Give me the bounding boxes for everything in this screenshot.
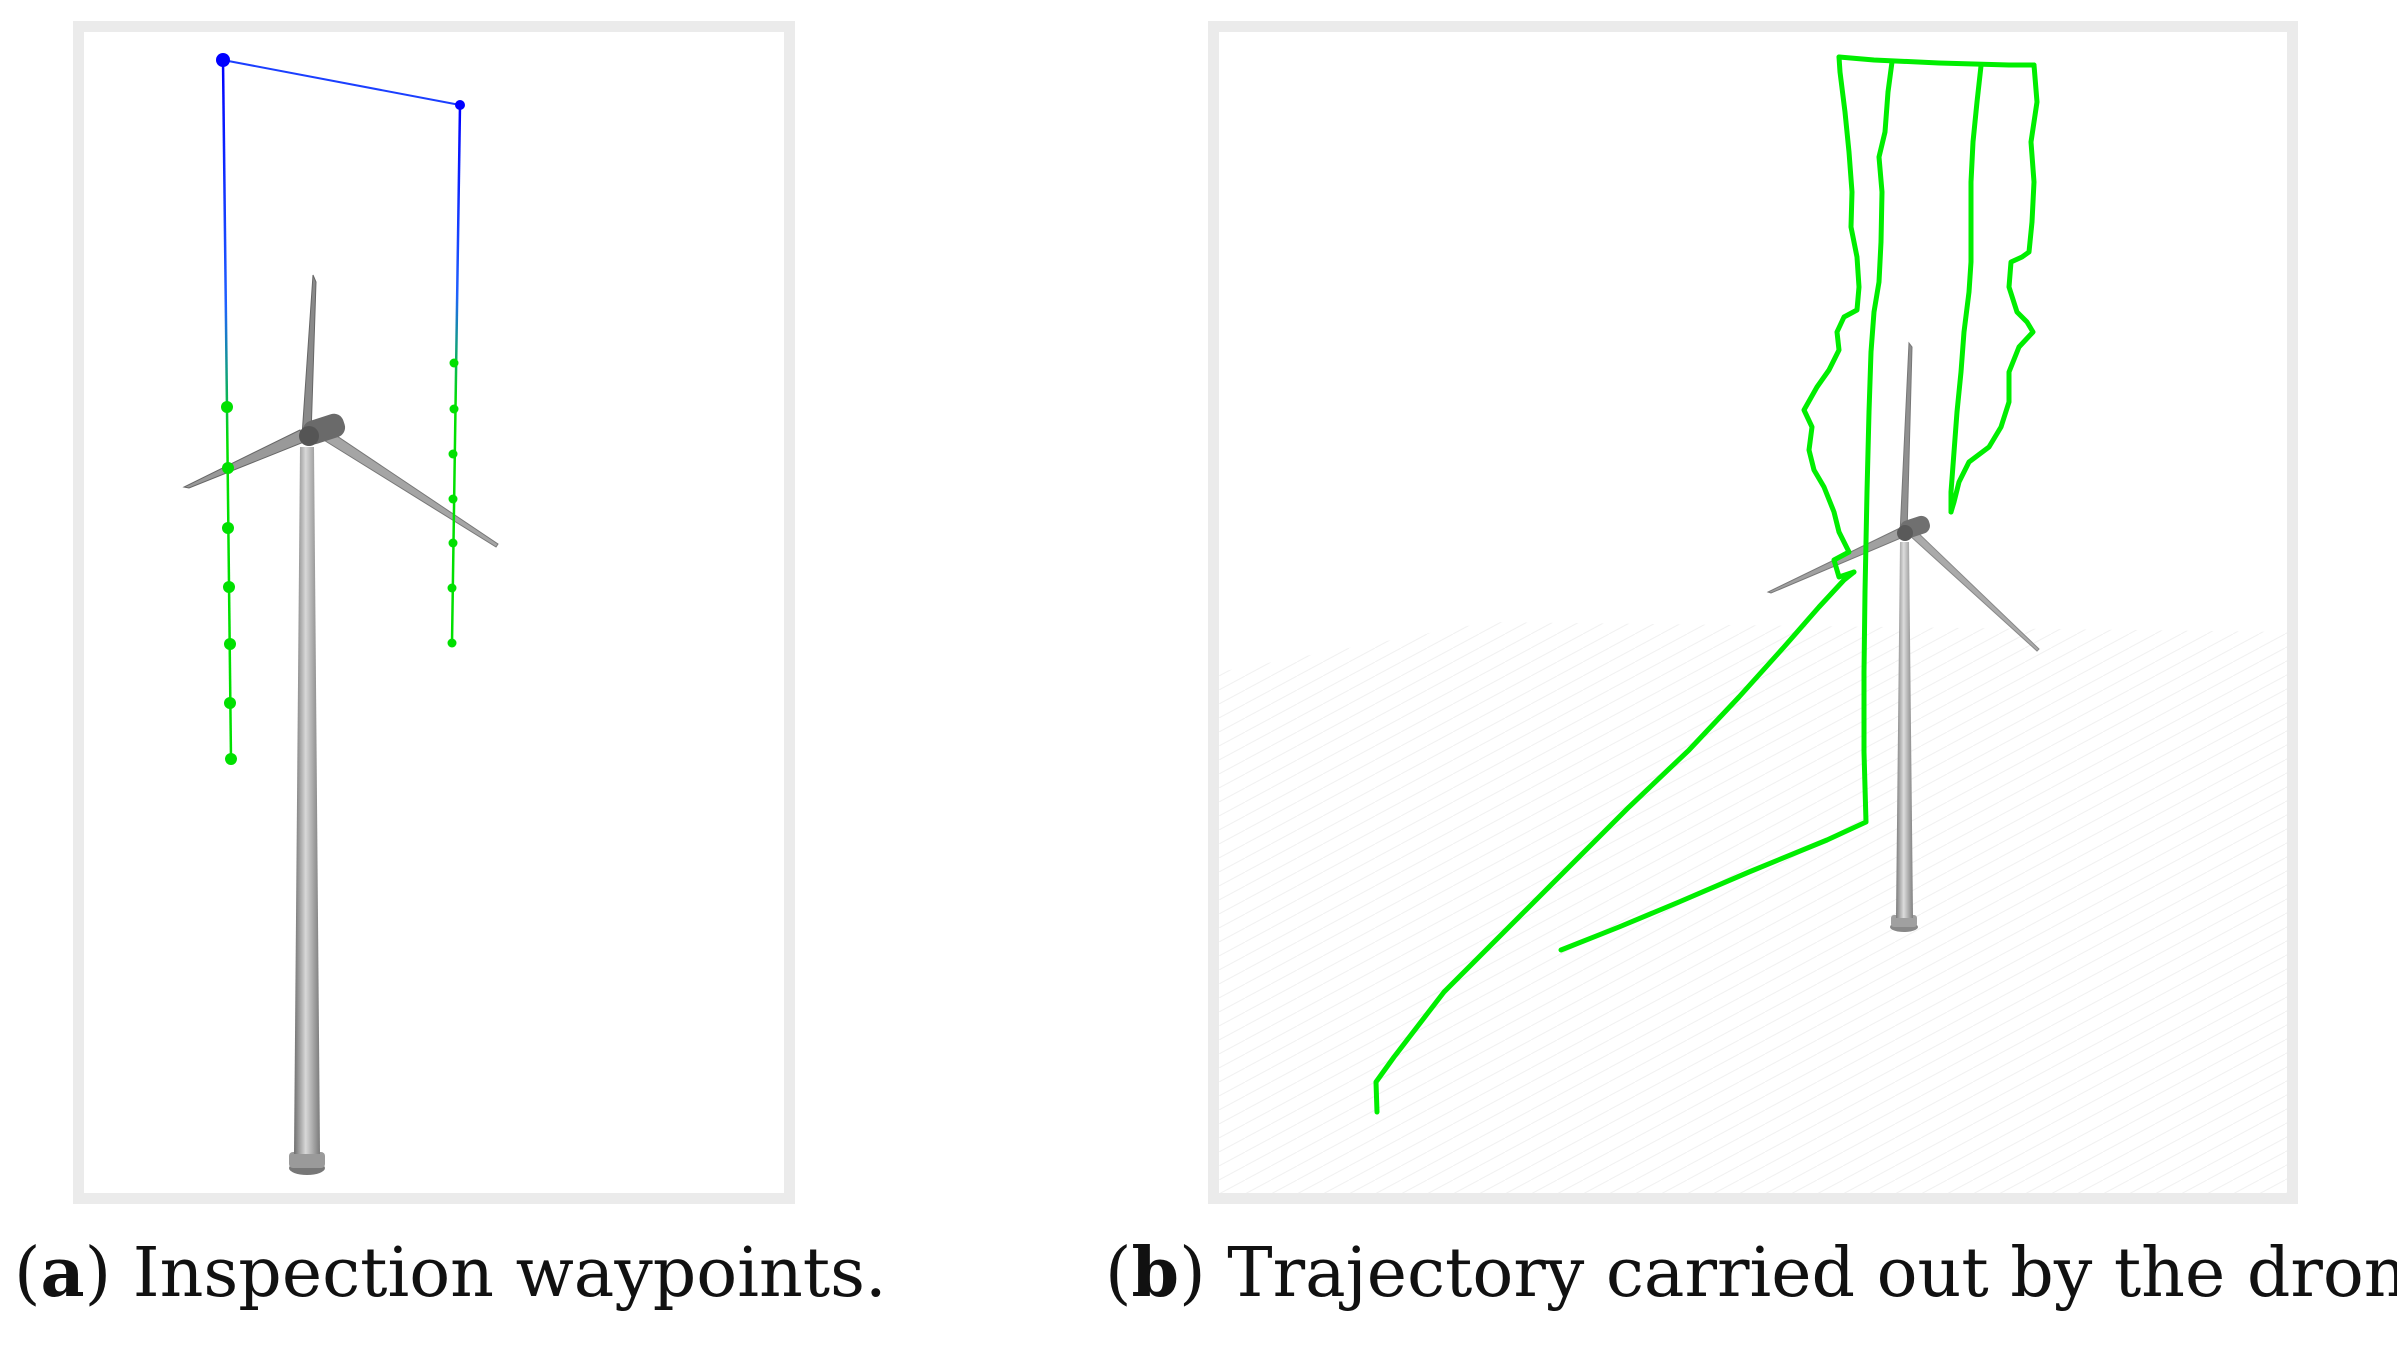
waypoint <box>222 462 234 474</box>
trajectory-inner-left <box>1558 59 1895 953</box>
turbine-tower <box>1896 542 1913 918</box>
waypoint <box>448 494 458 504</box>
panel-letter: b <box>1131 1233 1180 1313</box>
turbine-tower <box>294 447 320 1154</box>
caption-panel-b: (b) Trajectory carried out by the drone. <box>1105 1228 2397 1318</box>
waypoint <box>222 522 234 534</box>
turbine-blade-left <box>182 429 305 489</box>
trajectory-top-segment <box>1836 54 2037 68</box>
caption-panel-a: (a) Inspection waypoints. <box>14 1233 887 1313</box>
wind-turbine-icon <box>182 274 499 1175</box>
waypoint <box>224 697 236 709</box>
trajectory-right-column <box>1948 62 2040 515</box>
turbine-hub <box>299 426 319 446</box>
panel-letter: a <box>40 1233 85 1313</box>
waypoint <box>221 401 233 413</box>
panel-b-scene <box>1219 54 2287 1193</box>
waypoint <box>224 638 236 650</box>
ground-grid <box>1219 622 2287 1193</box>
caption-text: Trajectory carried out by the drone. <box>1227 1234 2397 1313</box>
turbine-base-plate <box>289 1152 325 1168</box>
waypoint <box>447 638 457 648</box>
waypoint <box>447 583 457 593</box>
trajectory-left-column <box>1801 54 1862 580</box>
panel-a-frame <box>73 21 795 1204</box>
waypoint <box>216 53 230 67</box>
path-right-segment <box>450 104 462 644</box>
waypoint <box>449 358 459 368</box>
turbine-blade-up <box>1899 341 1913 535</box>
waypoint <box>449 404 459 414</box>
waypoint <box>455 100 465 110</box>
turbine-blade-right <box>313 423 499 548</box>
caption-text: Inspection waypoints. <box>132 1234 887 1313</box>
turbine-blade-up <box>301 274 317 437</box>
waypoint <box>225 753 237 765</box>
waypoint <box>448 538 458 548</box>
waypoint <box>448 449 458 459</box>
inspection-path <box>221 59 462 760</box>
path-top-segment <box>222 59 461 106</box>
panel-b-frame <box>1208 21 2298 1204</box>
drone-trajectory <box>1373 54 2040 1115</box>
waypoints <box>216 53 465 765</box>
panel-a-scene <box>182 53 499 1175</box>
trajectory-approach <box>1373 569 1857 1115</box>
turbine-hub <box>1897 525 1913 541</box>
waypoint <box>223 581 235 593</box>
trajectory-inner-right <box>1948 63 1984 515</box>
